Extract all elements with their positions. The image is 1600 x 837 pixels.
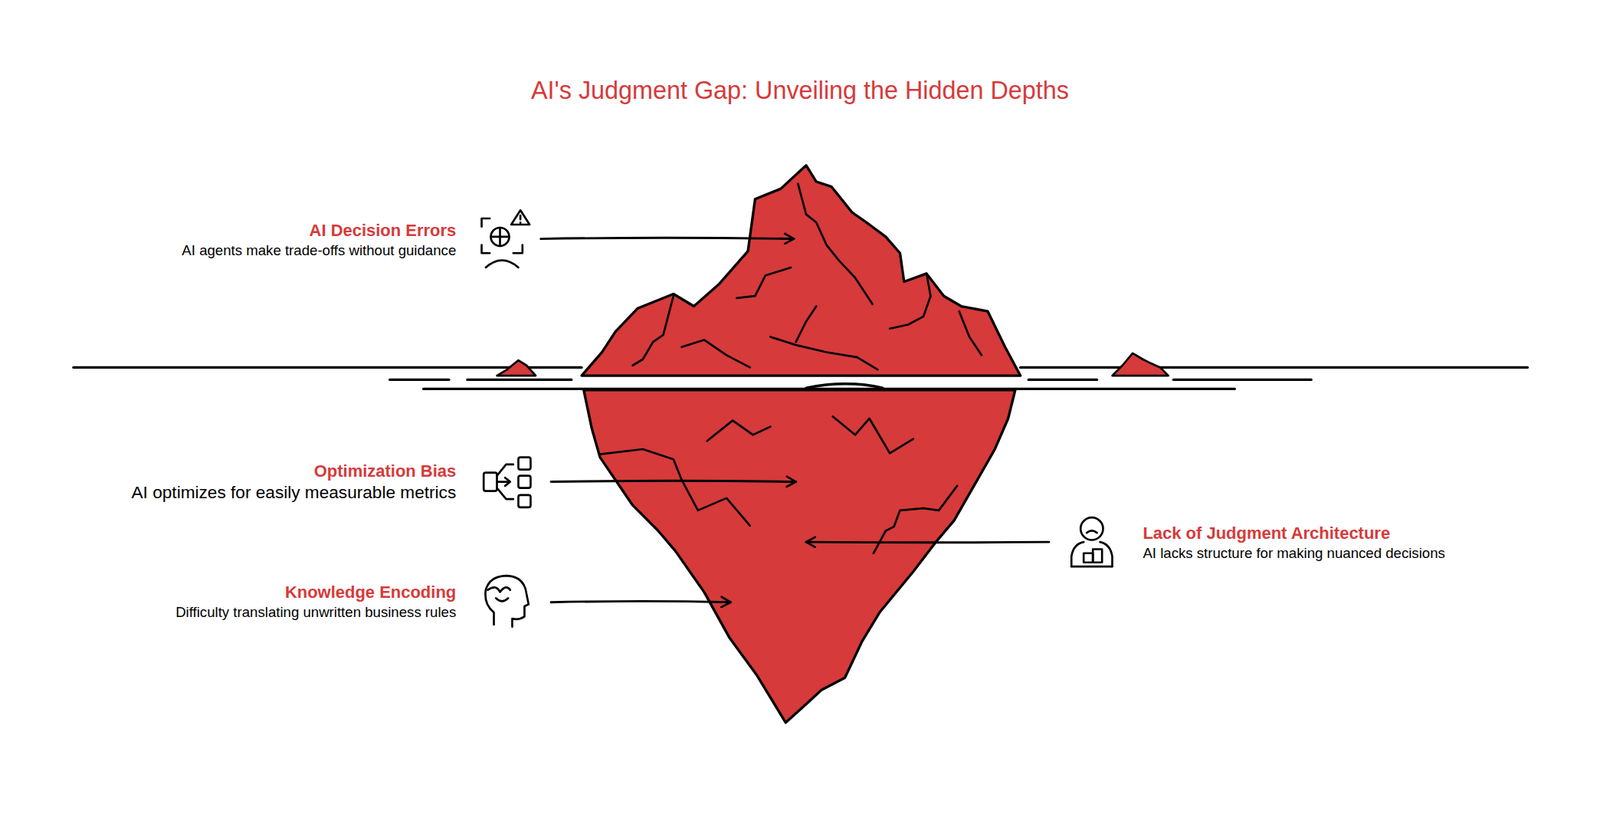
optimization-icon <box>483 457 531 508</box>
ice-floe <box>497 360 537 376</box>
water-lines <box>73 367 1528 389</box>
iceberg-tip <box>581 165 1021 376</box>
ice-floe <box>1111 353 1168 376</box>
callout-heading: AI Decision Errors <box>309 220 457 240</box>
callout-body: Difficulty translating unwritten busines… <box>175 603 456 620</box>
callout-body: AI lacks structure for making nuanced de… <box>1142 544 1445 561</box>
callout-body: AI optimizes for easily measurable metri… <box>131 482 457 503</box>
iceberg-underwater <box>583 390 1016 723</box>
callout-heading: Knowledge Encoding <box>285 582 456 602</box>
callout-body: AI agents make trade-offs without guidan… <box>181 242 456 259</box>
callout-heading: Lack of Judgment Architecture <box>1142 523 1391 543</box>
diagram-title: AI's Judgment Gap: Unveiling the Hidden … <box>0 76 1600 105</box>
judgment-person-icon <box>1071 517 1112 567</box>
knowledge-head-icon <box>485 575 528 627</box>
decision-error-icon <box>481 209 531 268</box>
callout-heading: Optimization Bias <box>314 461 457 481</box>
leader-arrows <box>540 237 1050 602</box>
